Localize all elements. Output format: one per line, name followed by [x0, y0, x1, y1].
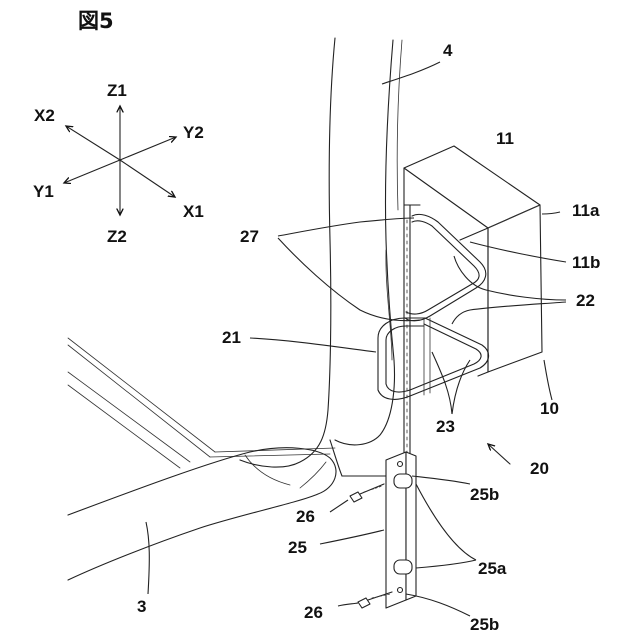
label-25: 25	[288, 538, 307, 557]
label-25b-top: 25b	[470, 485, 499, 504]
axis-indicator: Z1 Z2 X2 X1 Y2 Y1	[33, 81, 204, 246]
axis-label-x1: X1	[183, 202, 204, 221]
label-3: 3	[137, 597, 146, 616]
seat-back-4	[240, 38, 402, 476]
frame-rail-20	[404, 205, 410, 470]
label-23: 23	[436, 417, 455, 436]
wire-loop-22	[405, 214, 486, 320]
label-4: 4	[443, 41, 453, 60]
label-26-bottom: 26	[304, 603, 323, 622]
axis-label-y1: Y1	[33, 182, 54, 201]
mount-boss-25a-top	[394, 474, 412, 488]
bolt-26-top	[350, 484, 384, 502]
label-27: 27	[240, 227, 259, 246]
arrow-20	[488, 444, 510, 464]
y2-axis-arrow	[120, 137, 176, 160]
mount-boss-25a-bottom	[394, 560, 412, 574]
x2-axis-arrow	[66, 126, 120, 160]
label-20: 20	[530, 459, 549, 478]
axis-label-z2: Z2	[107, 227, 127, 246]
label-11a: 11a	[572, 201, 600, 220]
figure-title: 図5	[78, 9, 114, 33]
axis-label-z1: Z1	[107, 81, 127, 100]
label-26-top: 26	[296, 507, 315, 526]
label-11b: 11b	[572, 253, 600, 272]
axis-label-x2: X2	[34, 106, 55, 125]
label-25b-bottom: 25b	[470, 615, 499, 634]
label-11: 11	[496, 129, 514, 148]
label-22: 22	[576, 291, 595, 310]
x1-axis-arrow	[120, 160, 175, 197]
box-11	[404, 146, 542, 376]
label-21: 21	[222, 328, 241, 347]
bracket-plate-25	[386, 452, 416, 608]
hole-25b-bottom	[398, 588, 403, 593]
label-25a: 25a	[478, 559, 507, 578]
hole-25b-top	[398, 462, 403, 467]
axis-label-y2: Y2	[183, 123, 204, 142]
label-10: 10	[540, 399, 559, 418]
y1-axis-arrow	[64, 160, 120, 183]
